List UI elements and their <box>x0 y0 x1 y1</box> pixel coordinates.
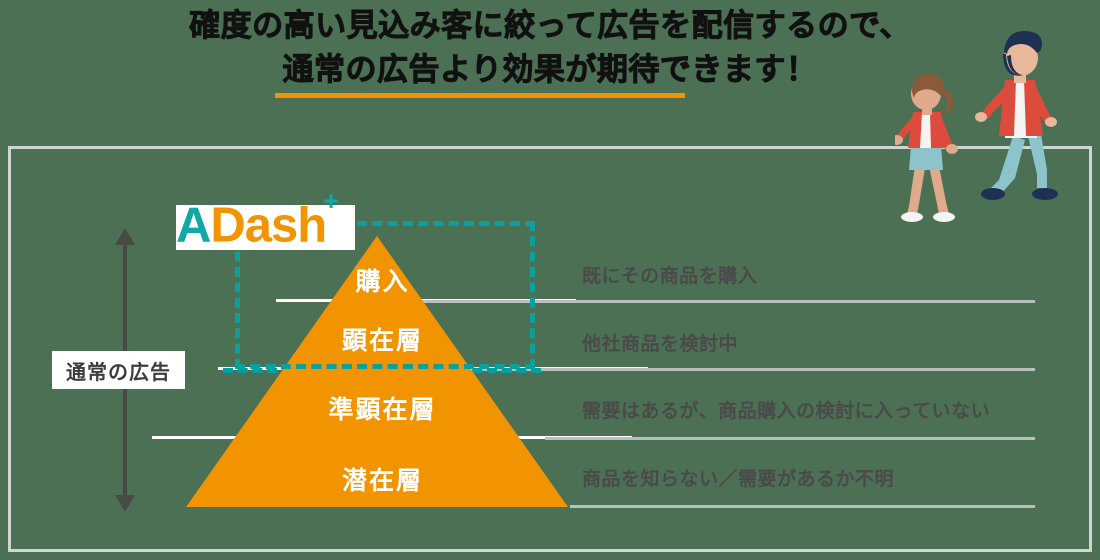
content-frame <box>8 146 1092 552</box>
walking-man-figure <box>975 30 1058 200</box>
divider-3-grey <box>545 437 1035 440</box>
walking-people-icon <box>891 30 1058 222</box>
pyramid-shape <box>186 236 568 507</box>
tier-description-1: 他社商品を検討中 <box>582 334 739 355</box>
logo-plus-icon: + <box>323 186 339 216</box>
headline-line-1: 確度の高い見込み客に絞って広告を配信するので、 <box>189 8 911 44</box>
tier-label-1: 顕在層 <box>341 327 423 355</box>
normal-ad-label: 通常の広告 <box>52 351 185 389</box>
tier-description-2: 需要はあるが、商品購入の検討に入っていない <box>582 401 991 422</box>
people-illustration <box>891 18 1095 238</box>
walking-woman-figure <box>891 74 958 222</box>
divider-4-grey <box>570 505 1035 508</box>
logo-letter-a: A <box>176 198 211 253</box>
funnel-pyramid <box>186 236 568 507</box>
tier-description-3: 商品を知らない／需要があるか不明 <box>582 469 895 490</box>
tier-label-2: 準顕在層 <box>328 396 437 424</box>
adash-logo[interactable]: ADash+ <box>176 186 366 252</box>
tier-label-3: 潜在層 <box>341 467 423 495</box>
tier-label-0: 購入 <box>355 268 410 296</box>
page-title: 確度の高い見込み客に絞って広告を配信するので、 通常の広告より効果が期待できます… <box>0 4 1100 92</box>
logo-backdrop <box>176 205 355 250</box>
headline-line-2: 通常の広告より効果が期待できます！ <box>282 52 818 88</box>
divider-1-grey <box>420 300 1035 303</box>
tier-description-0: 既にその商品を購入 <box>582 266 758 287</box>
headline-underline <box>275 93 685 98</box>
adash-coverage-box <box>235 221 535 369</box>
logo-word-dash: Dash <box>210 198 327 253</box>
divider-2-grey <box>480 368 1035 371</box>
